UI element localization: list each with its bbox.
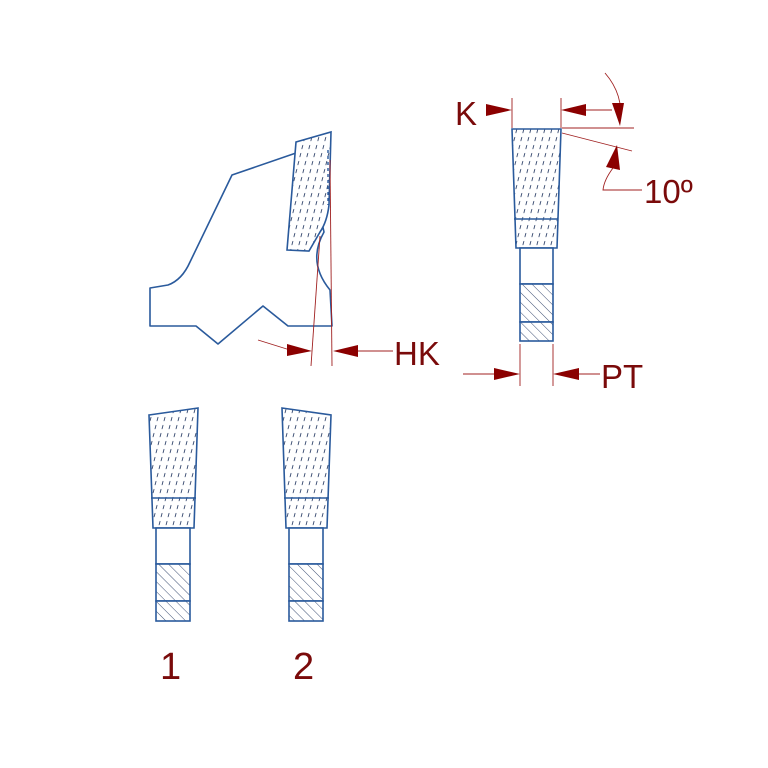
variant-1-shank-hatched-upper bbox=[155, 563, 191, 602]
k-dimension: K bbox=[455, 95, 612, 132]
k-arrow-right bbox=[561, 104, 586, 116]
hk-reference-line-2 bbox=[329, 159, 333, 367]
angle-dimension: 10º bbox=[561, 72, 693, 210]
hk-leader-left bbox=[257, 339, 291, 351]
angle-reference-slanted bbox=[561, 132, 633, 152]
variant-1-tooth: 1 bbox=[148, 407, 199, 688]
front-shank-plain bbox=[519, 247, 554, 285]
angle-arrow-upper bbox=[612, 103, 624, 126]
variant-2-shank-plain bbox=[288, 527, 324, 565]
pt-arrow-right bbox=[553, 368, 579, 380]
variant-2-label: 2 bbox=[293, 646, 314, 688]
front-shank-hatched-upper bbox=[519, 283, 554, 323]
variant-2-shank-hatched-lower bbox=[288, 600, 324, 622]
hk-reference-line-1 bbox=[310, 235, 321, 367]
angle-label: 10º bbox=[644, 173, 693, 210]
pt-arrow-left bbox=[494, 368, 520, 380]
angle-leader bbox=[602, 167, 642, 191]
front-view bbox=[511, 128, 562, 342]
hk-arrow-left bbox=[287, 344, 312, 356]
hk-label: HK bbox=[394, 335, 440, 372]
side-view-carbide-tooth bbox=[286, 130, 332, 252]
side-view bbox=[149, 130, 333, 345]
pt-label: PT bbox=[601, 358, 643, 395]
variant-1-shank-hatched-lower bbox=[155, 600, 191, 622]
hk-dimension: HK bbox=[257, 159, 440, 372]
variant-1-shank-plain bbox=[155, 527, 191, 565]
k-label: K bbox=[455, 95, 477, 132]
pt-dimension: PT bbox=[463, 344, 643, 395]
variant-1-label: 1 bbox=[160, 646, 181, 688]
hk-arrow-right bbox=[333, 345, 358, 357]
variant-2-tooth: 2 bbox=[281, 407, 332, 688]
variant-2-carbide-tip bbox=[281, 407, 332, 529]
blade-body-outline bbox=[149, 152, 333, 345]
angle-arrow-lower bbox=[606, 145, 620, 170]
k-arrow-left bbox=[486, 104, 512, 116]
variant-2-shank-hatched-upper bbox=[288, 563, 324, 602]
front-view-carbide-tooth bbox=[511, 128, 562, 249]
variant-1-carbide-tip bbox=[148, 407, 199, 529]
front-shank-hatched-lower bbox=[519, 321, 554, 342]
